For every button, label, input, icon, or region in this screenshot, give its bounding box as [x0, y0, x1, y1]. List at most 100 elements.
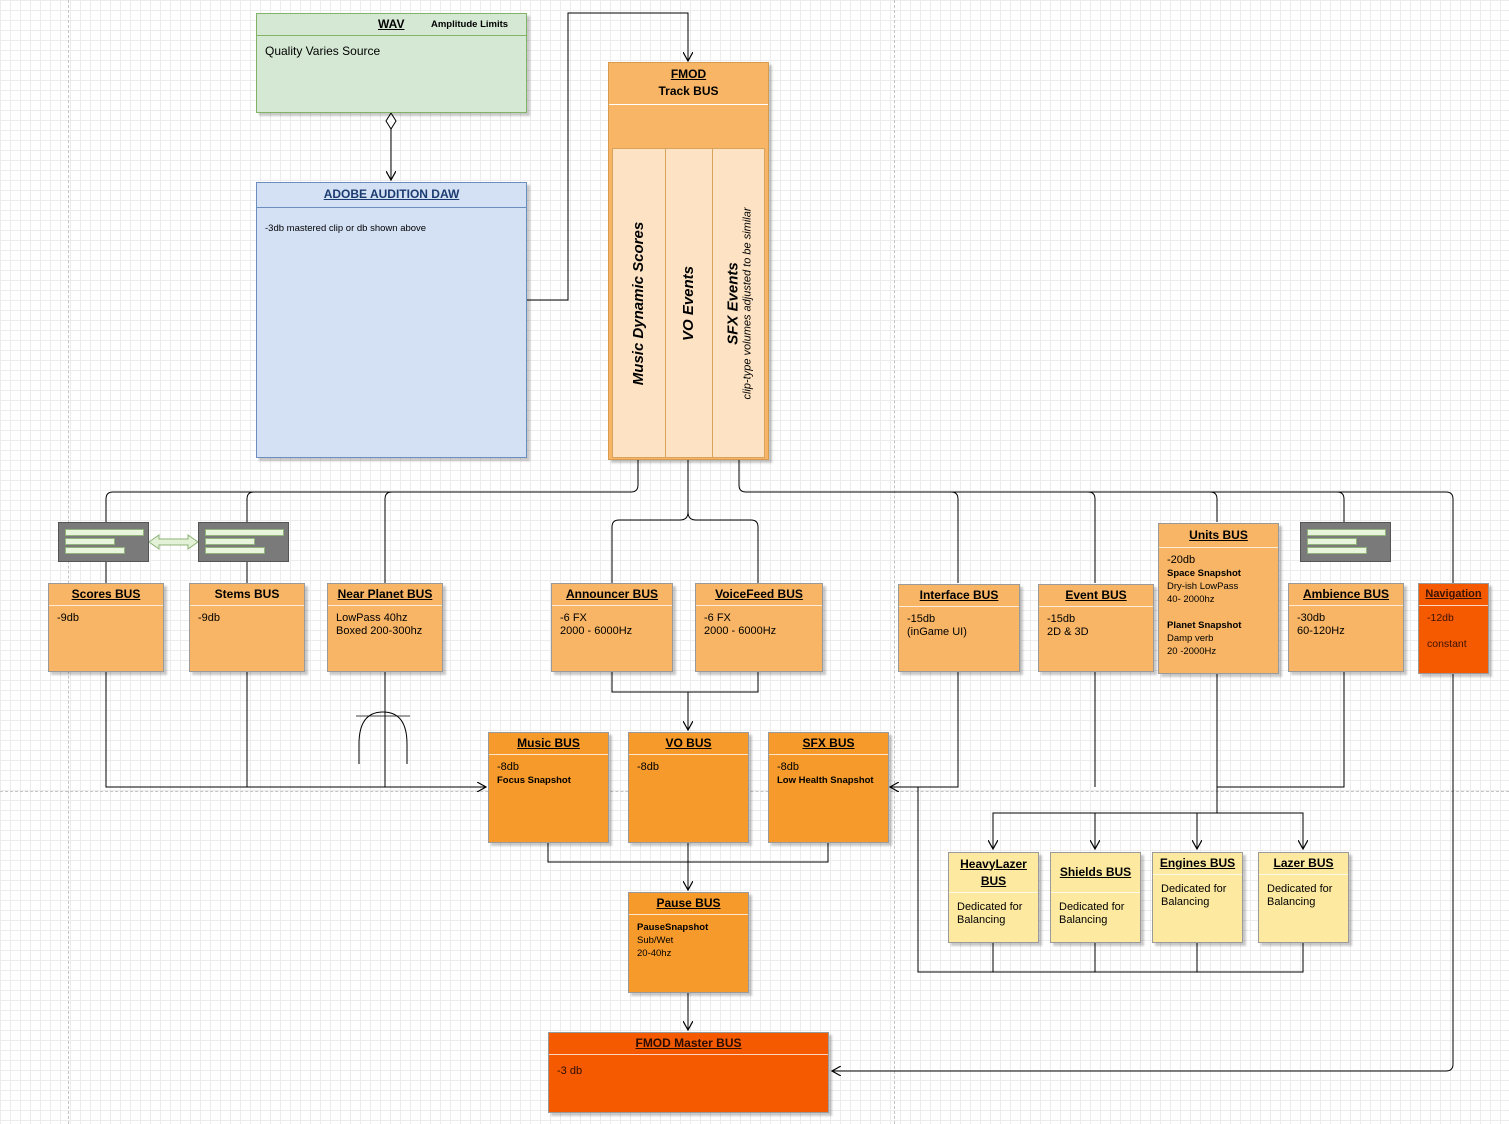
heavylazer-bus-body: Dedicated for Balancing [949, 893, 1038, 935]
widget-bar [65, 529, 144, 536]
sfx-bus: SFX BUS -8db Low Health Snapshot [768, 732, 889, 843]
ambience-toggle-widget [1300, 522, 1391, 562]
vo-bus: VO BUS -8db [628, 732, 749, 843]
bus-line: LowPass 40hz [336, 612, 408, 624]
bus-line [1167, 606, 1270, 619]
bus-line: Dedicated for [1059, 901, 1125, 913]
bus-line: Boxed 200-300hz [336, 625, 423, 637]
interface-bus: Interface BUS -15db (inGame UI) [898, 584, 1020, 672]
sfx-bus-body: -8db Low Health Snapshot [769, 755, 888, 793]
master-bus-title: FMOD Master BUS [549, 1033, 828, 1055]
bus-line: Focus Snapshot [497, 775, 571, 786]
near-planet-bus: Near Planet BUS LowPass 40hz Boxed 200-3… [327, 583, 443, 672]
heavylazer-bus-title: HeavyLazer BUS [949, 853, 1038, 893]
interface-bus-title: Interface BUS [899, 585, 1019, 607]
interface-bus-body: -15db (inGame UI) [899, 607, 1019, 645]
bus-line: 20 -2000Hz [1167, 646, 1217, 657]
bus-line: Balancing [1161, 896, 1210, 908]
bus-line: -6 FX [560, 612, 587, 624]
bus-line: -20db [1167, 554, 1196, 566]
music-bus: Music BUS -8db Focus Snapshot [488, 732, 609, 843]
master-bus-body: -3 db [549, 1055, 828, 1088]
lane-vo-label: VO Events [680, 265, 698, 341]
ambience-bus-body: -30db 60-120Hz [1289, 606, 1403, 644]
bus-line: -15db [907, 613, 936, 625]
lazer-bus-title: Lazer BUS [1259, 853, 1348, 875]
bus-line: -8db [777, 761, 800, 773]
navigation-bus-body: -12db constant [1419, 606, 1488, 657]
lane-sfx-label: SFX Events [724, 261, 742, 345]
widget-bar [1307, 538, 1357, 545]
bus-line: Damp verb [1167, 633, 1214, 644]
lane-sfx: SFX Events clip-type volumes adjusted to… [712, 148, 765, 458]
bus-line: Balancing [1059, 914, 1108, 926]
units-bus: Units BUS -20db Space Snapshot Dry-ish L… [1158, 523, 1279, 674]
bus-line: 2000 - 6000Hz [560, 625, 633, 637]
bus-line: Dry-ish LowPass [1167, 581, 1239, 592]
page-boundary-line [0, 791, 1509, 792]
stem-toggle-widget [198, 522, 289, 562]
bus-line: -30db [1297, 612, 1326, 624]
engines-bus-body: Dedicated for Balancing [1153, 875, 1242, 917]
event-bus-title: Event BUS [1039, 585, 1153, 607]
wav-title: WAV [378, 17, 405, 31]
wav-box: WAV Amplitude Limits Quality Varies Sour… [256, 13, 527, 113]
bus-line: -9db [198, 612, 221, 624]
stem-toggle-widget [58, 522, 149, 562]
fmod-master-bus: FMOD Master BUS -3 db [548, 1032, 829, 1113]
announcer-bus-title: Announcer BUS [552, 584, 672, 606]
widget-bar [205, 538, 255, 545]
stems-bus: Stems BUS -9db [189, 583, 305, 672]
lane-music: Music Dynamic Scores [612, 148, 666, 458]
shields-bus-title: Shields BUS [1051, 853, 1140, 893]
event-bus: Event BUS -15db 2D & 3D [1038, 584, 1154, 672]
announcer-bus: Announcer BUS -6 FX 2000 - 6000Hz [551, 583, 673, 672]
widget-bar [65, 547, 125, 554]
units-bus-title: Units BUS [1159, 524, 1278, 548]
bus-line: (inGame UI) [907, 626, 967, 638]
widget-bar [1307, 547, 1367, 554]
ambience-bus-title: Ambience BUS [1289, 584, 1403, 606]
bus-line: 20-40hz [637, 948, 672, 959]
bus-line: Planet Snapshot [1167, 620, 1242, 631]
stems-bus-body: -9db [190, 606, 304, 631]
adobe-audition-box: ADOBE AUDITION DAW -3db mastered clip or… [256, 182, 527, 458]
bus-line: constant [1427, 638, 1467, 650]
shields-bus: Shields BUS Dedicated for Balancing [1050, 852, 1141, 943]
ambience-bus: Ambience BUS -30db 60-120Hz [1288, 583, 1404, 672]
bus-line: -12db [1427, 612, 1454, 624]
lane-sfx-text: SFX Events clip-type volumes adjusted to… [724, 207, 753, 399]
fmod-track-header: FMOD Track BUS [609, 63, 768, 105]
lazer-bus: Lazer BUS Dedicated for Balancing [1258, 852, 1349, 943]
near-planet-bus-body: LowPass 40hz Boxed 200-300hz [328, 606, 442, 644]
heavylazer-bus: HeavyLazer BUS Dedicated for Balancing [948, 852, 1039, 943]
bus-line: -3 db [557, 1065, 583, 1077]
vo-bus-title: VO BUS [629, 733, 748, 755]
bus-line: 60-120Hz [1297, 625, 1345, 637]
navigation-bus-title: Navigation [1419, 584, 1488, 606]
near-planet-bus-title: Near Planet BUS [328, 584, 442, 606]
bus-line: Sub/Wet [637, 935, 674, 946]
pause-bus-body: PauseSnapshot Sub/Wet 20-40hz [629, 915, 748, 966]
stems-bus-title: Stems BUS [190, 584, 304, 606]
fmod-track-subtitle: Track BUS [658, 84, 719, 98]
lane-vo: VO Events [665, 148, 713, 458]
bus-line: PauseSnapshot [637, 922, 709, 933]
widget-bar [205, 547, 265, 554]
adobe-line: -3db mastered clip [265, 223, 344, 234]
widget-bar [205, 529, 284, 536]
bus-line: 40- 2000hz [1167, 594, 1215, 605]
bus-line: Balancing [1267, 896, 1316, 908]
bus-line: 2D & 3D [1047, 626, 1089, 638]
lane-music-label: Music Dynamic Scores [630, 221, 648, 385]
wav-line: Quality Varies [265, 44, 339, 58]
widget-bar [65, 538, 115, 545]
navigation-bus: Navigation -12db constant [1418, 583, 1489, 674]
adobe-body: -3db mastered clip or db shown above [257, 208, 526, 249]
music-bus-body: -8db Focus Snapshot [489, 755, 608, 793]
bus-line: -6 FX [704, 612, 731, 624]
lane-sfx-note: clip-type volumes adjusted to be similar [741, 207, 754, 399]
page-boundary-line [68, 0, 69, 1124]
bus-line: Dedicated for [1267, 883, 1333, 895]
units-bus-body: -20db Space Snapshot Dry-ish LowPass 40-… [1159, 548, 1278, 664]
